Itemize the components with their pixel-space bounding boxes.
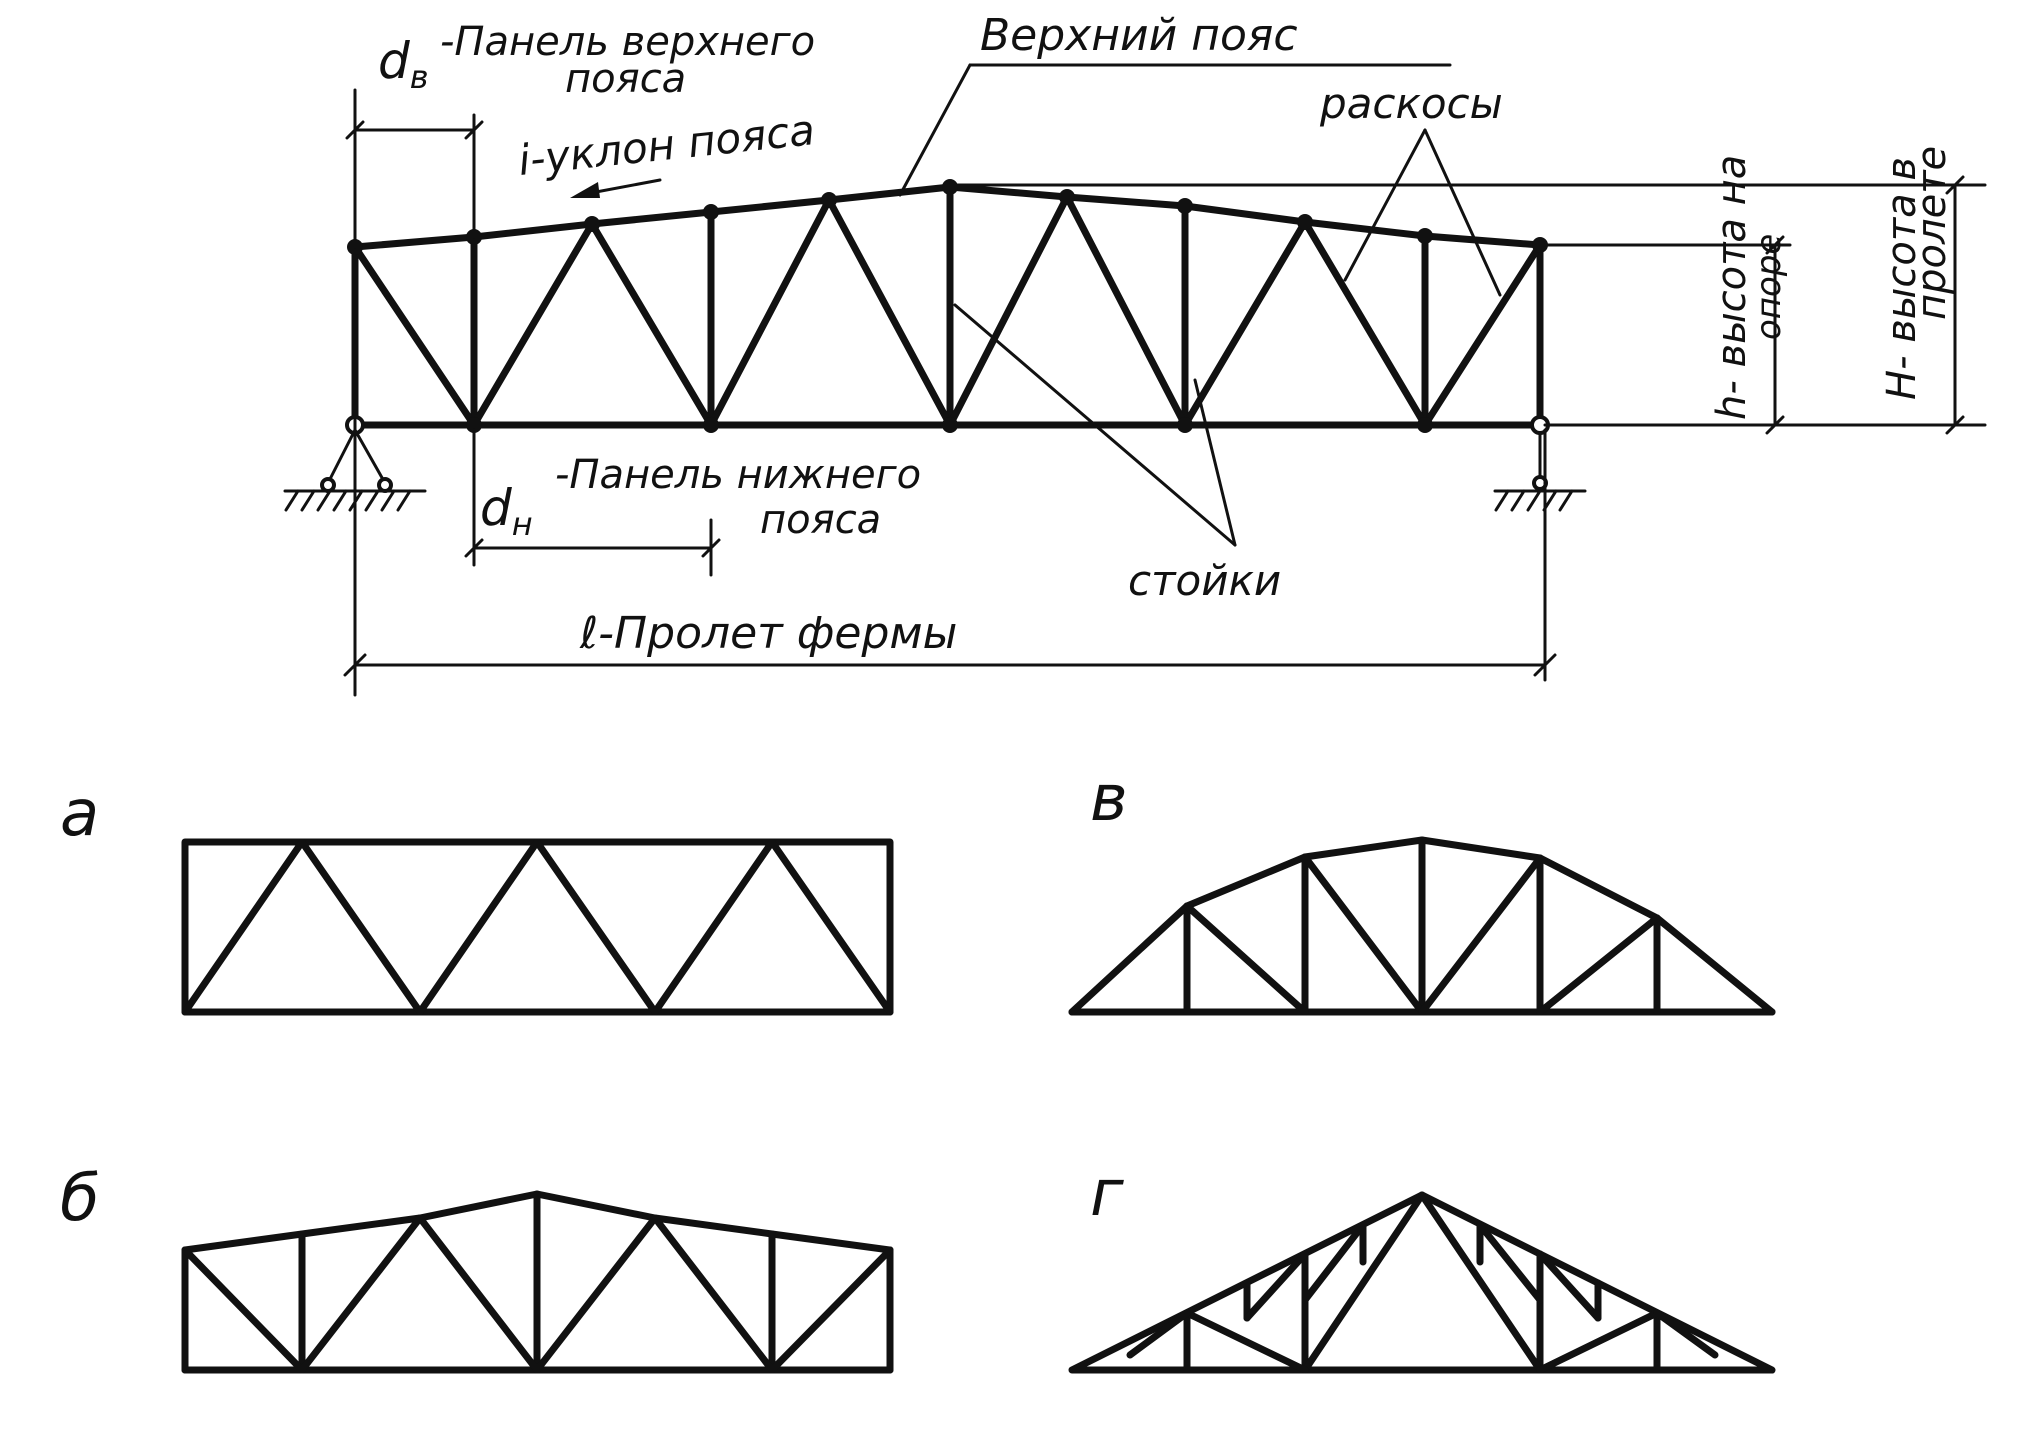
diagonal-member bbox=[1063, 193, 1189, 429]
node bbox=[466, 417, 482, 433]
node bbox=[1532, 237, 1548, 253]
height-support-label-1: h- высота на bbox=[1709, 155, 1755, 420]
main-verticals bbox=[351, 183, 1544, 429]
main-labels: dв -Панель верхнего пояса i-уклон пояса … bbox=[378, 10, 1955, 659]
bottom-panel-label-2: пояса bbox=[760, 497, 881, 543]
node bbox=[1059, 189, 1075, 205]
node bbox=[1297, 214, 1313, 230]
variant-b-label: б bbox=[60, 1162, 99, 1236]
variant-v-verticals bbox=[1183, 836, 1661, 1016]
node bbox=[1177, 198, 1193, 214]
dimension-lines bbox=[343, 63, 1987, 697]
variant-g-verticals bbox=[1183, 1221, 1661, 1374]
variant-v-diagonals bbox=[1183, 853, 1661, 1016]
diagonal-member bbox=[825, 196, 954, 429]
top-panel-symbol: dв bbox=[378, 32, 429, 96]
diagonal-member bbox=[946, 193, 1071, 429]
height-span-label-2: пролете bbox=[1909, 146, 1955, 320]
variant-b-web bbox=[181, 1214, 894, 1374]
slope-label: i-уклон пояса bbox=[516, 105, 817, 185]
node bbox=[703, 417, 719, 433]
diagonals-label: раскосы bbox=[1319, 79, 1503, 128]
variant-b-truss: б bbox=[60, 1162, 894, 1374]
bottom-panel-label-1: -Панель нижнего bbox=[555, 452, 921, 498]
top-panel-label-1: -Панель верхнего bbox=[440, 19, 815, 65]
height-span-label-1: H- высота в bbox=[1879, 157, 1925, 400]
verticals-label: стойки bbox=[1128, 556, 1281, 605]
main-truss bbox=[283, 179, 1587, 512]
height-support-label-2: опоре bbox=[1749, 234, 1789, 340]
variant-v-label: в bbox=[1090, 762, 1128, 836]
diagonal-member bbox=[351, 243, 478, 429]
diagonal-member bbox=[1301, 218, 1429, 429]
bottom-panel-symbol: dн bbox=[480, 479, 533, 543]
variant-a-frame bbox=[181, 838, 894, 1016]
top-panel-label-2: пояса bbox=[565, 56, 686, 102]
variant-a-truss: а bbox=[60, 777, 894, 1016]
variant-a-label: а bbox=[60, 777, 99, 851]
node bbox=[821, 192, 837, 208]
diagonal-member bbox=[707, 196, 833, 429]
variant-g-label: г bbox=[1090, 1157, 1124, 1231]
diagonal-member bbox=[470, 220, 596, 429]
node bbox=[942, 417, 958, 433]
variant-a-web bbox=[181, 838, 894, 1016]
diagonal-member bbox=[1181, 218, 1309, 429]
diagonal-member bbox=[1421, 241, 1544, 429]
main-nodes bbox=[345, 179, 1550, 435]
top-chord-label: Верхний пояс bbox=[980, 10, 1298, 61]
node bbox=[1417, 228, 1433, 244]
variant-g-diagonals bbox=[1126, 1191, 1719, 1374]
roller-support-right bbox=[1493, 431, 1587, 512]
node bbox=[1177, 417, 1193, 433]
variant-v-truss: в bbox=[1068, 762, 1776, 1016]
variant-g-outline bbox=[1068, 1191, 1776, 1374]
variant-g-truss: г bbox=[1068, 1157, 1776, 1374]
node bbox=[1417, 417, 1433, 433]
variant-b-verticals bbox=[181, 1190, 894, 1374]
node bbox=[942, 179, 958, 195]
main-diagonals bbox=[351, 193, 1544, 429]
node bbox=[703, 204, 719, 220]
span-label: ℓ-Пролет фермы bbox=[579, 608, 957, 659]
diagonal-member bbox=[588, 220, 715, 429]
node bbox=[584, 216, 600, 232]
